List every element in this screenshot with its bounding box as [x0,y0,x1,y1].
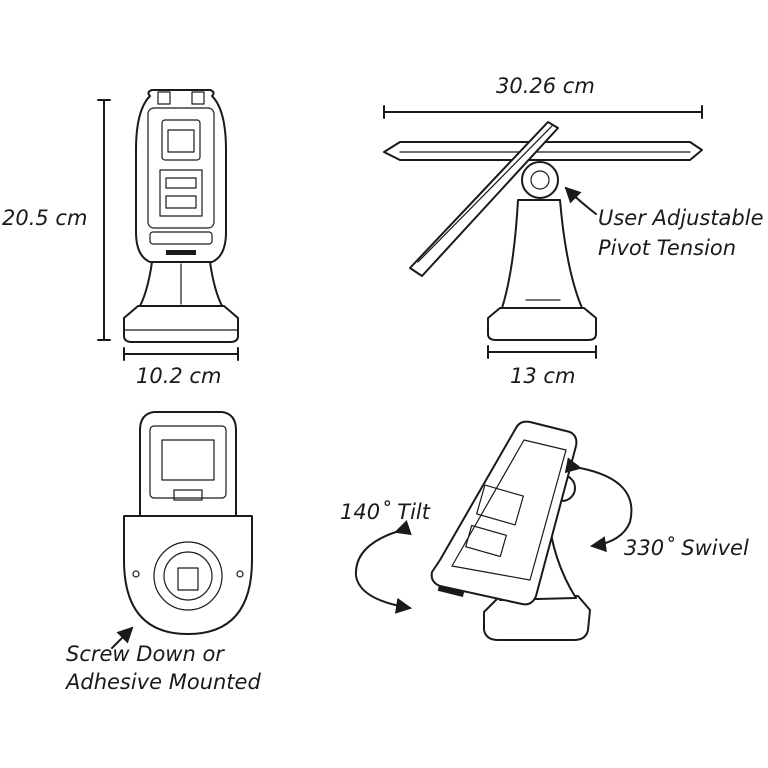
height-label: 20.5 cm [2,206,88,230]
pivot-label-line1: User Adjustable [598,206,764,230]
plate-width-label: 30.26 cm [496,74,595,98]
mount-label-line1: Screw Down or [66,642,224,666]
isometric-view-stand [430,420,591,641]
base-width-label: 10.2 cm [136,364,222,388]
bottom-view-stand [123,411,253,635]
mount-pointer-arrow [111,626,134,649]
side-view-stand [383,121,703,341]
swivel-arrow [564,457,633,553]
front-view-stand [123,89,239,343]
tilt-arrow [354,519,412,614]
pivot-label-line2: Pivot Tension [598,236,737,260]
pivot-pointer-arrow [564,186,597,215]
swivel-label: 330˚ Swivel [624,536,749,560]
tilt-label: 140˚ Tilt [340,500,430,524]
base-depth-label: 13 cm [510,364,576,388]
mount-label-line2: Adhesive Mounted [66,670,261,694]
